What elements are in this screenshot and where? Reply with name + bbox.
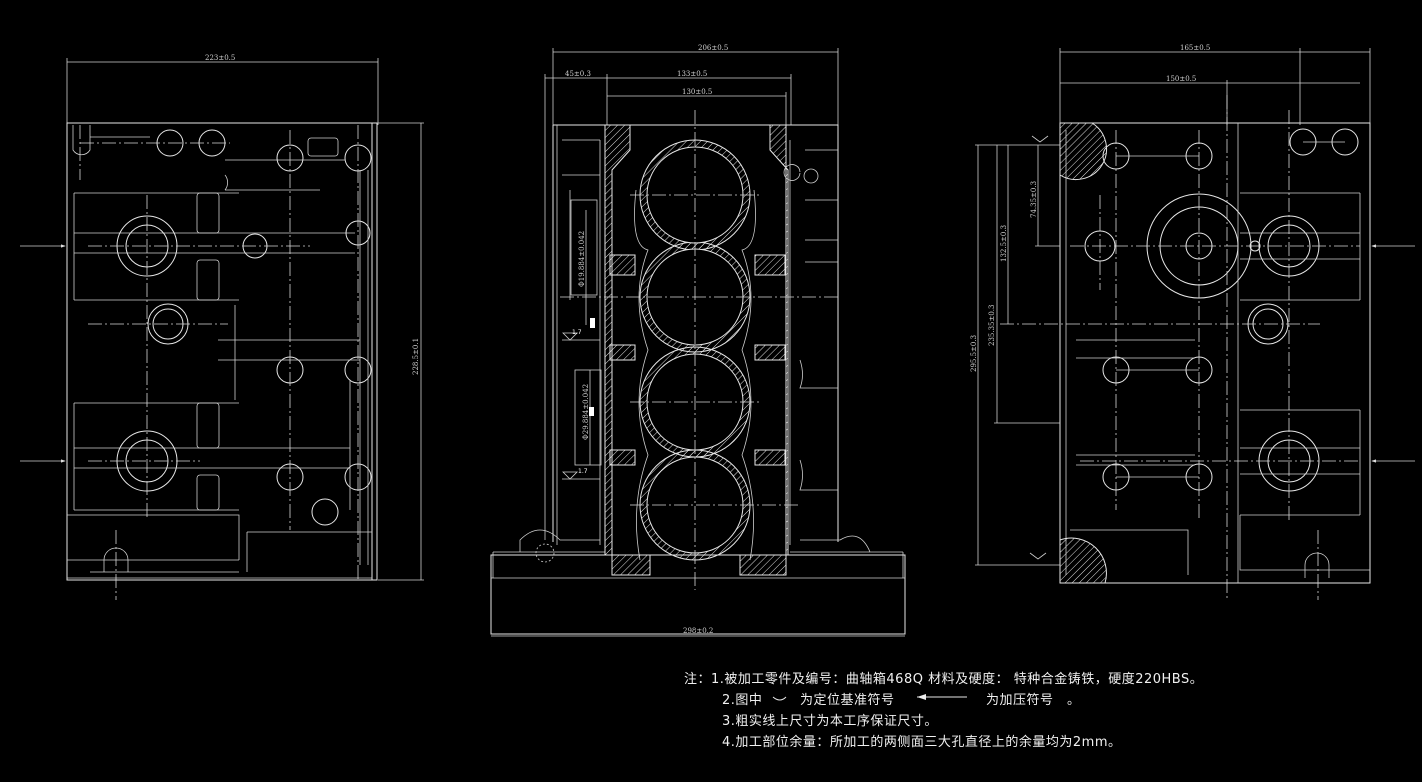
dim-center-overall: 206±0.5 (698, 44, 728, 52)
dim-right-v4: 295.5±0.3 (970, 335, 978, 372)
locating-block (1059, 537, 1107, 584)
dim-right-v1: 74.35±0.3 (1030, 181, 1038, 218)
dim-right-v2: 132.5±0.3 (1000, 225, 1008, 262)
center-view: 206±0.5 45±0.3 133±0.5 130±0.5 (490, 44, 906, 637)
note-line-4: 4.加工部位余量：所加工的两侧面三大孔直径上的余量均为2mm。 (722, 735, 1122, 750)
dim-right-v3: 235.35±0.3 (988, 305, 996, 347)
dim-bore-1: Φ19.884±0.042 (578, 231, 586, 287)
datum-symbol-icon (1029, 552, 1047, 560)
note-line-1: 注：1.被加工零件及编号：曲轴箱468Q 材料及硬度： 特种合金铸铁，硬度220… (684, 672, 1204, 687)
note-line-3: 3.粗实线上尺寸为本工序保证尺寸。 (722, 714, 938, 729)
note-line-2b: 为定位基准符号 (800, 693, 895, 708)
note-line-2c: 为加压符号 。 (986, 693, 1081, 708)
dim-center-bottom: 298±0.2 (683, 627, 713, 635)
right-view: 165±0.5 150±0.5 (970, 44, 1415, 600)
dim-center-mid2: 130±0.5 (682, 88, 712, 96)
datum-symbol-icon (1031, 135, 1049, 143)
dim-center-left-offset: 45±0.3 (565, 70, 591, 78)
note-line-2a: 2.图中 (722, 693, 763, 708)
dim-right-top2: 150±0.5 (1166, 75, 1196, 83)
dim-center-mid1: 133±0.5 (677, 70, 707, 78)
surface-finish-1: 1.7 (572, 329, 582, 336)
dim-left-height: 228.5±0.1 (412, 338, 420, 375)
dim-bore-2: Φ29.884±0.042 (582, 384, 590, 440)
dim-right-top1: 165±0.5 (1180, 44, 1210, 52)
datum-symbol-icon (772, 696, 787, 701)
datum-symbol-icon (562, 332, 578, 341)
datum-symbol-icon (562, 471, 578, 480)
left-view: 223±0.5 228.5±0.1 (20, 54, 424, 600)
locating-block (1059, 122, 1108, 180)
cylinder-bores (604, 124, 789, 576)
surface-finish-2: 1.7 (578, 468, 588, 475)
dim-left-width: 223±0.5 (205, 54, 235, 62)
